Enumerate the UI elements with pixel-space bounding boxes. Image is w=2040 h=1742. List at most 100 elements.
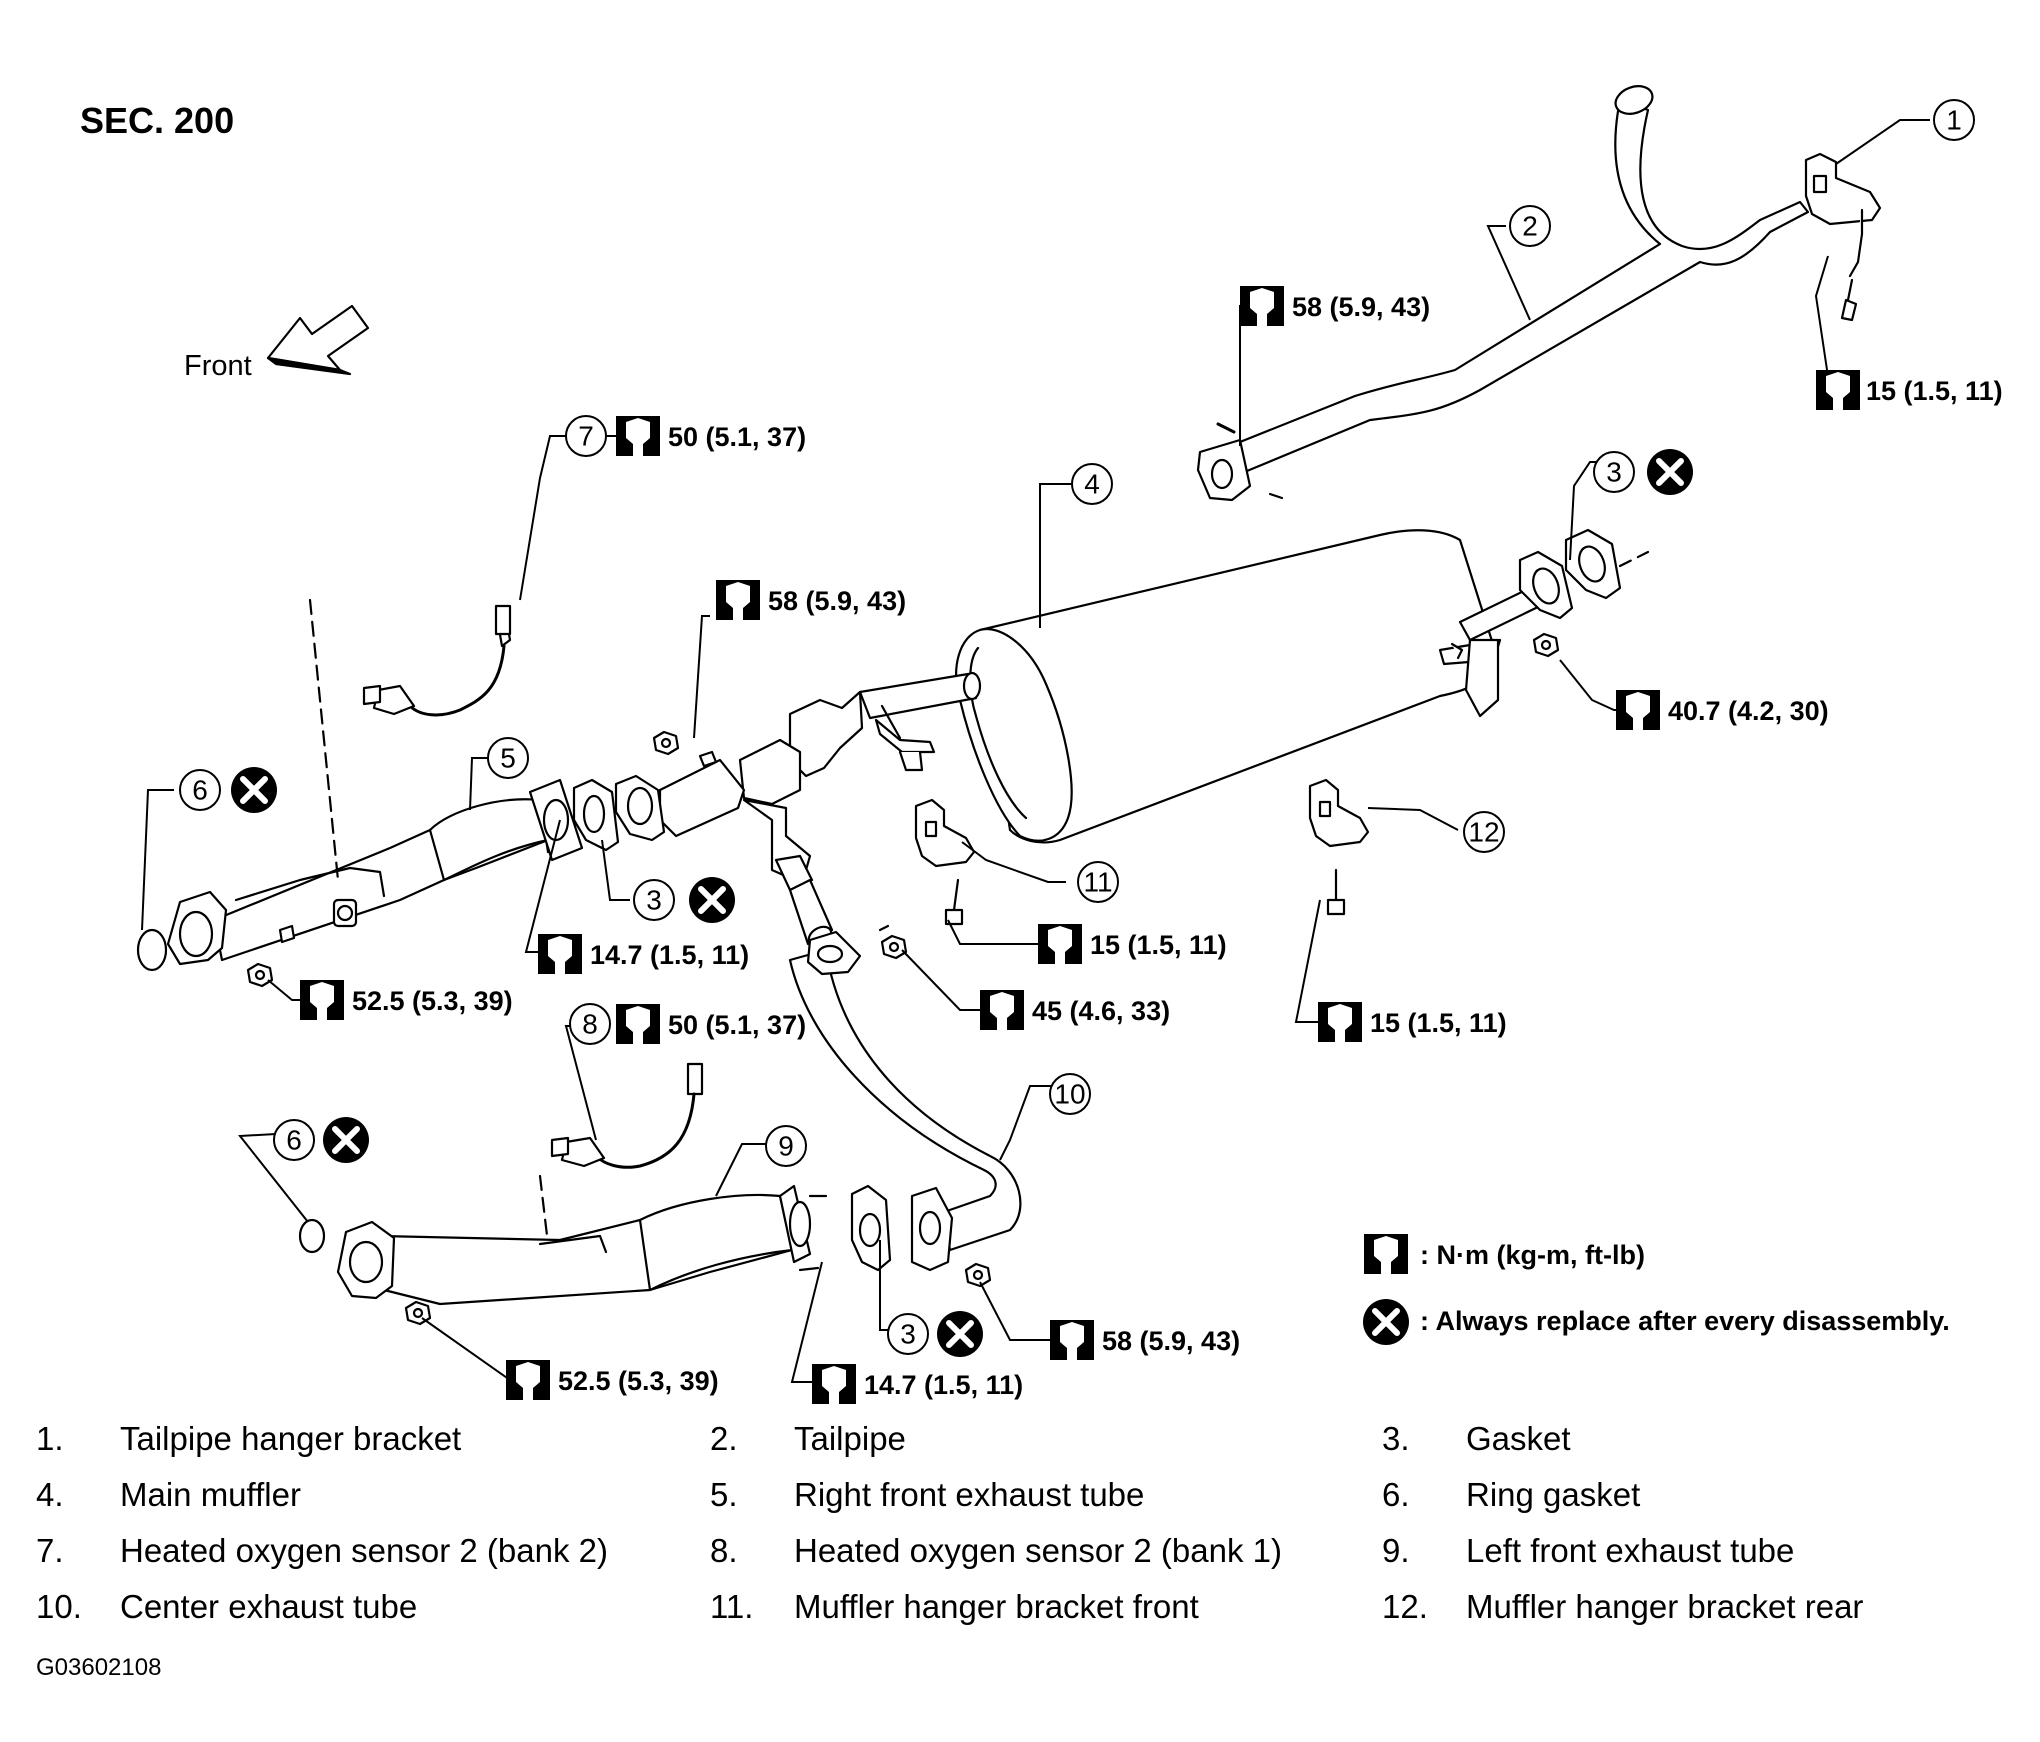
legend-number: 6. [1382,1476,1410,1513]
replace-icon [323,1117,369,1163]
main-muffler-part [858,529,1542,844]
section-label: SEC. 200 [80,100,235,141]
callout-11: 11 [1083,867,1112,898]
legend-text: Left front exhaust tube [1466,1532,1795,1569]
torque-rear-nut: 40.7 (4.2, 30) [1668,696,1829,726]
left-gasket-part [850,1184,892,1272]
callout-6-upper: 6 [192,775,208,806]
legend-number: 7. [36,1532,64,1569]
legend-text: Right front exhaust tube [794,1476,1145,1513]
callout-3-rear: 3 [1606,457,1622,488]
replace-icon [937,1311,983,1357]
key-replace-text: : Always replace after every disassembly… [1420,1306,1950,1336]
callout-5: 5 [500,743,516,774]
torque-wrench-icon [1318,1002,1362,1042]
legend-number: 2. [710,1420,738,1457]
ring-gasket-upper-part [136,928,168,972]
torque-left-nut: 58 (5.9, 43) [1102,1326,1240,1356]
legend-number: 8. [710,1532,738,1569]
torque-wrench-icon [616,1004,660,1044]
callout-4: 4 [1084,469,1100,500]
legend-number: 5. [710,1476,738,1513]
replace-icon [1647,449,1693,495]
oxygen-sensor-bank1-part [538,1062,704,1246]
legend-text: Center exhaust tube [120,1588,418,1625]
torque-wrench-icon [1050,1320,1094,1360]
legend-text: Ring gasket [1466,1476,1641,1513]
torque-wrench-icon [1616,690,1660,730]
torque-wrench-icon [538,934,582,974]
torque-hanger-front: 15 (1.5, 11) [1090,930,1227,960]
torque-hanger-rear: 15 (1.5, 11) [1370,1008,1507,1038]
torque-center-nut: 45 (4.6, 33) [1032,996,1170,1026]
torque-right-flange: 14.7 (1.5, 11) [590,940,749,970]
ring-gasket-lower-part [298,1218,326,1254]
document-code: G03602108 [36,1654,162,1681]
legend-number: 4. [36,1476,64,1513]
tailpipe-part [1196,85,1810,502]
left-nut-part [964,1262,992,1288]
center-exhaust-tube-part [788,930,1022,1272]
callout-1: 1 [1946,105,1962,136]
torque-wrench-icon [980,990,1024,1030]
replace-icon [689,877,735,923]
torque-left-flange: 14.7 (1.5, 11) [864,1370,1023,1400]
torque-wrench-icon [1816,370,1860,410]
replace-icon [231,767,277,813]
y-pipe-part [658,690,864,947]
right-manifold-nut-part [246,962,274,988]
legend-text: Gasket [1466,1420,1571,1457]
callout-12: 12 [1468,817,1499,848]
key-torque-wrench-icon [1364,1234,1408,1274]
torque-sensor-bank1: 50 (5.1, 37) [668,1010,806,1040]
legend-text: Heated oxygen sensor 2 (bank 2) [120,1532,608,1569]
muffler-hanger-bracket-front-part [914,798,976,926]
legend-text: Heated oxygen sensor 2 (bank 1) [794,1532,1282,1569]
rear-nut-part [1532,632,1560,658]
torque-tailpipe-hanger: 15 (1.5, 11) [1866,376,2003,406]
callout-9: 9 [778,1131,794,1162]
torque-tailpipe-flange: 58 (5.9, 43) [1292,292,1430,322]
callout-8: 8 [582,1009,598,1040]
legend-number: 12. [1382,1588,1428,1625]
mid-nut-part [652,730,680,756]
legend-number: 11. [710,1588,754,1625]
legend-text: Muffler hanger bracket front [794,1588,1199,1625]
callout-7: 7 [578,421,594,452]
front-label: Front [184,350,252,382]
legend-number: 10. [36,1588,82,1625]
legend-number: 1. [36,1420,64,1457]
callout-6-lower: 6 [286,1125,302,1156]
right-gasket-part [572,774,666,852]
torque-wrench-icon [716,580,760,620]
legend-number: 3. [1382,1420,1410,1457]
left-front-exhaust-tube-part [336,1184,828,1306]
right-front-exhaust-tube-part [166,778,584,966]
oxygen-sensor-bank2-part [308,598,512,882]
callout-2: 2 [1522,211,1538,242]
front-arrow-icon [266,304,370,376]
legend-number: 9. [1382,1532,1410,1569]
center-nut-part [878,924,908,960]
torque-right-manifold: 52.5 (5.3, 39) [352,986,513,1016]
torque-wrench-icon [812,1364,856,1404]
legend-text: Main muffler [120,1476,301,1513]
tailpipe-hanger-bracket-part [1804,152,1882,322]
key-replace-icon [1363,1299,1409,1345]
torque-left-manifold: 52.5 (5.3, 39) [558,1366,719,1396]
callout-10: 10 [1054,1079,1085,1110]
torque-sensor-bank2: 50 (5.1, 37) [668,422,806,452]
torque-wrench-icon [1038,924,1082,964]
torque-wrench-icon [506,1360,550,1400]
legend-text: Tailpipe hanger bracket [120,1420,462,1457]
callout-3-left: 3 [900,1319,916,1350]
callout-3-right: 3 [646,885,662,916]
torque-wrench-icon [616,416,660,456]
torque-mid-nut: 58 (5.9, 43) [768,586,906,616]
legend-text: Tailpipe [794,1420,906,1457]
rear-gasket-part [1518,528,1650,620]
torque-wrench-icon [300,980,344,1020]
torque-wrench-icon [1240,286,1284,326]
key-torque-unit: : N·m (kg-m, ft-lb) [1420,1240,1645,1270]
